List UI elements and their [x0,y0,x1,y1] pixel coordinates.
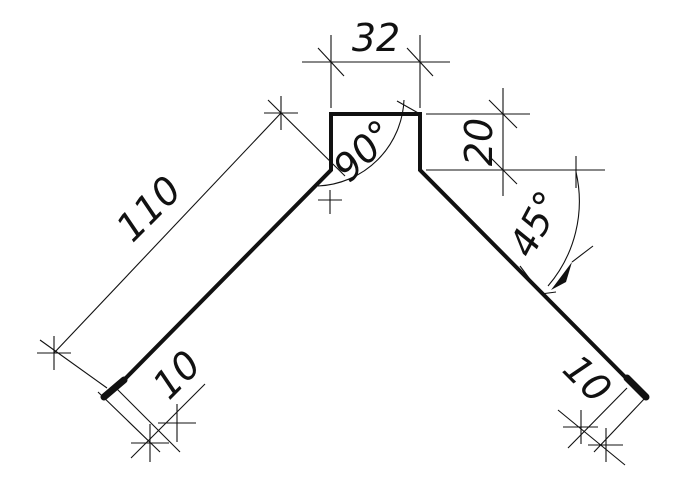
hem-right-label: 10 [555,346,620,411]
side-length-label: 110 [108,168,190,250]
profile-outline [100,112,650,401]
slope-angle-label: 45° [500,184,570,264]
dimension-hem-left: 10 [97,342,209,462]
dimension-slope-angle: 45° [426,156,605,295]
dimension-top-width: 32 [302,16,450,108]
top-width-label: 32 [352,16,400,60]
dimension-side-length: 110 [37,96,346,389]
hem-left-segment [100,376,128,401]
apex-angle-label: 90° [324,111,403,190]
top-height-label: 20 [457,118,501,166]
slope-angle-arrowhead [551,262,572,290]
dimension-top-height: 20 [426,88,530,196]
hem-right-segment [623,374,650,401]
dimension-apex-angle: 90° [317,99,421,214]
dimension-hem-right: 10 [555,346,647,466]
